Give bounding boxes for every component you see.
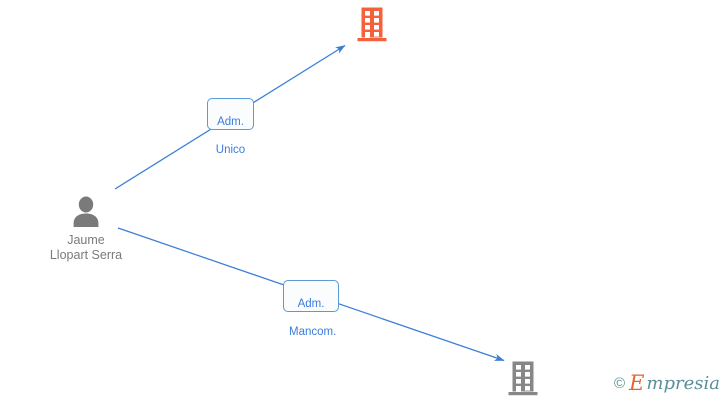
edge-label-adm-mancom-line-1: Adm. <box>297 298 325 310</box>
copyright-icon: © <box>614 375 626 392</box>
brand-name: mpresia <box>646 372 720 394</box>
edge-label-adm-unico[interactable]: Adm. Unico <box>207 98 254 156</box>
edge-label-adm-unico-line-2: Unico <box>215 144 246 156</box>
person-node-jaume-llopart-serra[interactable]: Jaume Llopart Serra <box>16 196 156 263</box>
building-icon <box>508 361 538 396</box>
person-name-line-1: Jaume <box>67 233 105 247</box>
company-node-bottom[interactable] <box>503 360 543 396</box>
person-name-line-2: Llopart Serra <box>49 248 123 262</box>
person-icon <box>73 196 99 227</box>
watermark-empresia: © E mpresia <box>614 373 720 394</box>
edge-label-adm-unico-line-1: Adm. <box>217 116 244 128</box>
building-icon <box>357 7 387 42</box>
edge-label-adm-mancom[interactable]: Adm. Mancom. <box>283 280 339 338</box>
company-node-top[interactable] <box>352 6 392 42</box>
edge-label-adm-mancom-line-2: Mancom. <box>289 326 337 338</box>
brand-initial: E <box>629 371 645 395</box>
